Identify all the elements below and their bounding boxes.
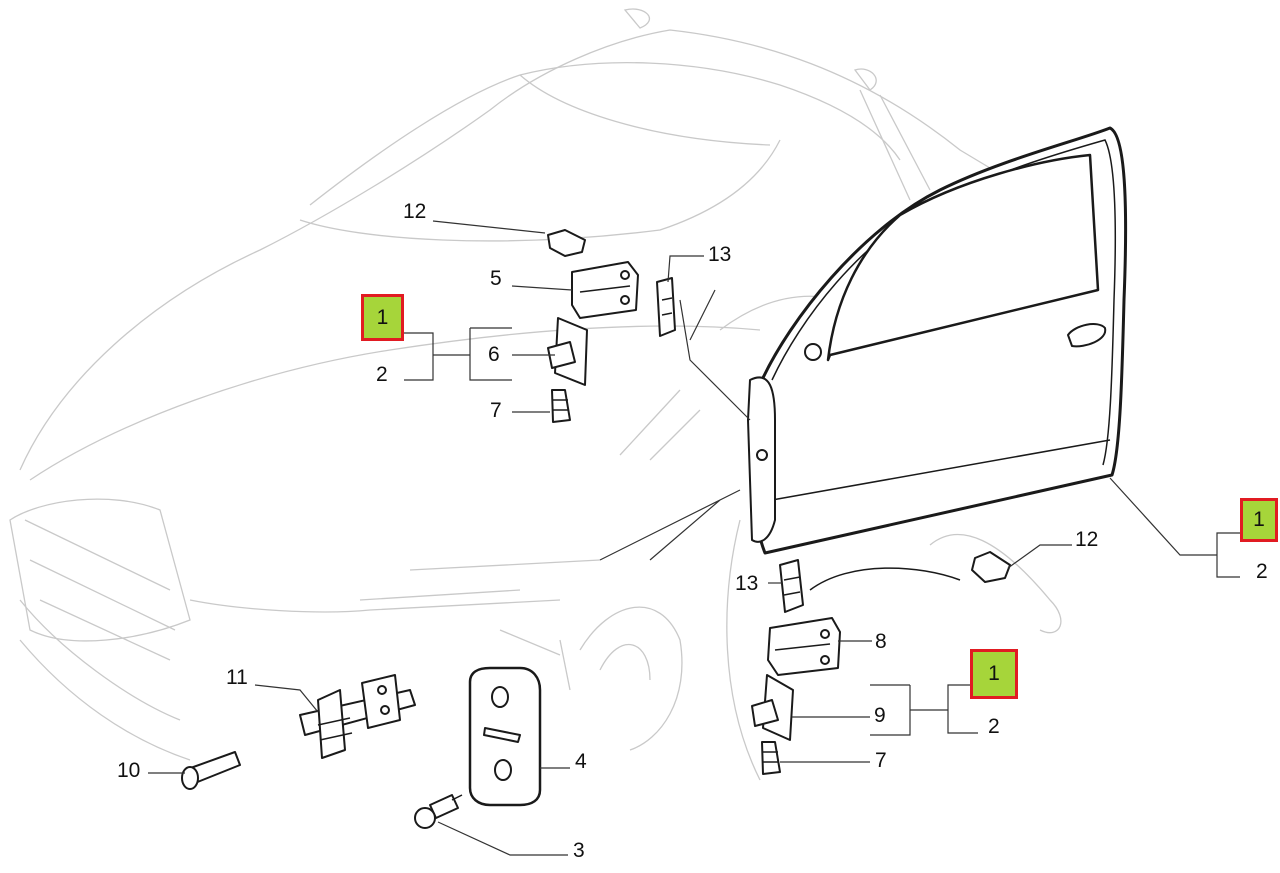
upper-hinge-parts (547, 229, 676, 423)
lower-hinge-parts (751, 551, 1011, 775)
callout-7-upper: 7 (490, 399, 502, 422)
callout-7-lower: 7 (875, 749, 887, 772)
callout-1-highlight-left[interactable]: 1 (361, 294, 404, 341)
callout-13-upper: 13 (708, 243, 732, 266)
callout-5: 5 (490, 267, 502, 290)
callout-1-highlight-right[interactable]: 1 (1240, 498, 1278, 542)
leader-lines (148, 220, 1240, 856)
check-strap-parts (181, 674, 416, 790)
front-door (747, 126, 1128, 555)
striker-parts (414, 666, 542, 829)
callout-1-highlight-lower[interactable]: 1 (970, 649, 1018, 699)
callout-10: 10 (117, 759, 141, 782)
callout-11: 11 (226, 666, 248, 689)
callout-2-lower: 2 (988, 715, 1000, 738)
callout-8: 8 (875, 630, 887, 653)
callout-4: 4 (575, 750, 587, 773)
car-body-outline (9, 8, 1062, 781)
callout-2-right: 2 (1256, 560, 1268, 583)
callout-9: 9 (874, 704, 886, 727)
callout-6: 6 (488, 343, 500, 366)
callout-2-left: 2 (376, 363, 388, 386)
callout-12-lower: 12 (1075, 528, 1099, 551)
callout-12-upper: 12 (403, 200, 427, 223)
callout-3: 3 (573, 839, 585, 862)
callout-13-lower: 13 (735, 572, 759, 595)
